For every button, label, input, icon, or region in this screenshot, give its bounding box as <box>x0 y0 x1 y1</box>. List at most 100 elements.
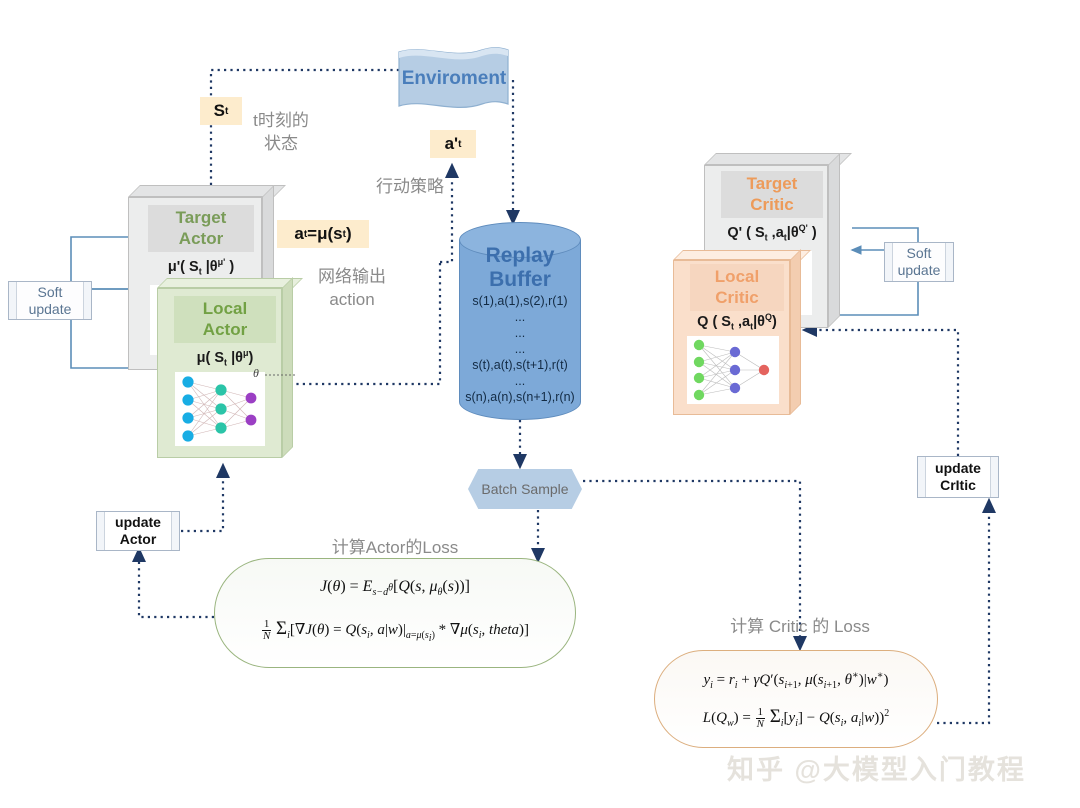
target-critic-side-face <box>828 153 840 328</box>
ta-f3: |θ <box>201 258 218 275</box>
local-critic-side-face <box>790 249 801 415</box>
action-eq-a: a <box>294 224 304 243</box>
local-actor-network <box>175 372 265 446</box>
local-critic-network <box>687 336 779 404</box>
lc-f4: t <box>750 321 754 332</box>
replay-buffer-row: s(t),a(t),s(t+1),r(t) <box>472 358 568 373</box>
network-output-line1: 网络输出 <box>318 267 386 286</box>
local-critic-node[interactable]: Local Critic Q ( St ,at|θQ) <box>673 249 811 415</box>
theta-dash-line <box>265 374 295 376</box>
local-critic-formula: Q ( St ,at|θQ) <box>697 312 777 332</box>
action-eq-mid: =μ(s <box>307 224 343 243</box>
ucl1: update <box>935 460 981 477</box>
local-critic-header-line2: Critic <box>715 288 759 308</box>
environment-label: Enviroment <box>401 68 507 89</box>
action-prime-highlight: a't <box>430 130 476 158</box>
tc-f5: |θ <box>786 224 799 241</box>
state-description-line1: t时刻的 <box>253 111 309 130</box>
target-actor-header-line2: Actor <box>178 229 224 249</box>
state-description-line2: 状态 <box>264 133 298 153</box>
local-actor-side-face <box>282 277 293 458</box>
ucl2: CrItic <box>940 477 976 493</box>
batch-sample-node[interactable]: Batch Sample <box>468 469 582 509</box>
watermark: 知乎 @大模型入门教程 <box>727 748 1026 787</box>
action-prime-sub: t <box>458 138 462 150</box>
tc-f6: Q' <box>798 223 808 233</box>
sur1: Soft <box>906 245 932 262</box>
replay-buffer-row: s(n),a(n),s(n+1),r(n) <box>465 390 575 405</box>
update-critic-box[interactable]: update CrItic <box>917 456 999 498</box>
target-actor-formula: μ'( St |θμ' ) <box>168 257 234 277</box>
tc-f3: ,a <box>767 224 784 241</box>
environment-node[interactable]: Enviroment <box>396 42 512 120</box>
state-label-text: S <box>213 101 225 120</box>
target-critic-header-line1: Target <box>746 174 798 193</box>
critic-loss-box[interactable] <box>654 650 938 748</box>
flag-shape <box>398 47 509 108</box>
ta-f4: μ' <box>217 257 226 267</box>
sul1: Soft <box>37 283 63 300</box>
actor-loss-formula-1: J(θ) = Es−dθ[Q(s, μθ(s))] <box>320 578 470 599</box>
lc-f6: Q <box>765 312 773 322</box>
target-actor-header: Target Actor <box>148 205 254 252</box>
tc-f1: Q' ( S <box>727 224 765 241</box>
soft-update-critic-box[interactable]: Soft update <box>884 242 954 282</box>
la-f3: |θ <box>227 349 243 366</box>
critic-loss-title: 计算 Critic 的 Loss <box>660 612 940 637</box>
soft-update-actor-box[interactable]: Soft update <box>8 281 92 320</box>
lc-f3: ,a <box>733 313 751 330</box>
local-critic-header: Local Critic <box>690 264 784 311</box>
replay-buffer-body <box>459 240 581 402</box>
replay-buffer-title-line1: Replay <box>485 244 555 267</box>
actor-loss-box[interactable] <box>214 558 576 668</box>
policy-description-text: 行动策略 <box>376 177 444 196</box>
soft-update-actor-text: Soft update <box>29 284 72 318</box>
sur2: update <box>897 262 941 278</box>
lc-f2: t <box>730 321 734 332</box>
replay-buffer-content: Replay Buffer s(1),a(1),s(2),r(1) ... ..… <box>459 222 581 420</box>
ta-f2: t <box>198 266 202 277</box>
la-f1: μ( S <box>196 349 225 366</box>
target-actor-header-line1: Target <box>175 208 227 227</box>
critic-loss-title-text: 计算 Critic 的 Loss <box>730 617 870 636</box>
local-actor-header-line2: Actor <box>202 320 248 340</box>
watermark-text: 知乎 @大模型入门教程 <box>727 755 1026 785</box>
replay-buffer-row: ... <box>514 374 526 389</box>
local-actor-header-line1: Local <box>202 299 248 318</box>
local-actor-formula: μ( St |θμ) <box>197 348 254 368</box>
critic-loss-formula-1: yi = ri + γQ′(si+1, μ(si+1, θ∗)|w∗) <box>703 670 889 691</box>
replay-buffer-row: ... <box>514 310 526 325</box>
local-actor-top-face <box>157 278 303 288</box>
replay-buffer-row: ... <box>514 342 526 357</box>
replay-buffer-title: Replay Buffer <box>486 244 555 291</box>
soft-update-critic-text: Soft update <box>898 245 941 279</box>
target-critic-formula: Q' ( St ,at|θQ' ) <box>727 223 816 243</box>
local-critic-header-line1: Local <box>714 267 760 286</box>
update-critic-text: update CrItic <box>935 460 981 494</box>
replay-buffer-title-line2: Buffer <box>489 267 551 291</box>
update-actor-text: update Actor <box>115 514 161 548</box>
state-description: t时刻的 状态 <box>236 110 326 156</box>
replay-buffer-row: s(1),a(1),s(2),r(1) <box>472 294 568 309</box>
lc-f1: Q ( S <box>697 313 731 330</box>
lc-f5: |θ <box>753 313 766 330</box>
local-actor-network-svg <box>182 376 257 442</box>
replay-buffer-rows: s(1),a(1),s(2),r(1) ... ... ... s(t),a(t… <box>465 293 574 405</box>
replay-buffer-row: ... <box>514 326 526 341</box>
local-actor-node[interactable]: Local Actor μ( St |θμ) <box>157 277 303 458</box>
action-eq-s-sub: t <box>342 228 346 240</box>
replay-buffer-node[interactable]: Replay Buffer s(1),a(1),s(2),r(1) ... ..… <box>459 222 581 420</box>
network-output-line2: action <box>329 289 375 309</box>
network-output-description: 网络输出 action <box>300 266 404 312</box>
target-critic-header-line2: Critic <box>750 195 794 215</box>
actor-loss-title-text: 计算Actor的Loss <box>331 538 459 557</box>
update-actor-box[interactable]: update Actor <box>96 511 180 551</box>
state-label-sub: t <box>225 105 229 117</box>
action-eq-a-sub: t <box>303 228 308 240</box>
tc-f2: t <box>764 232 768 243</box>
